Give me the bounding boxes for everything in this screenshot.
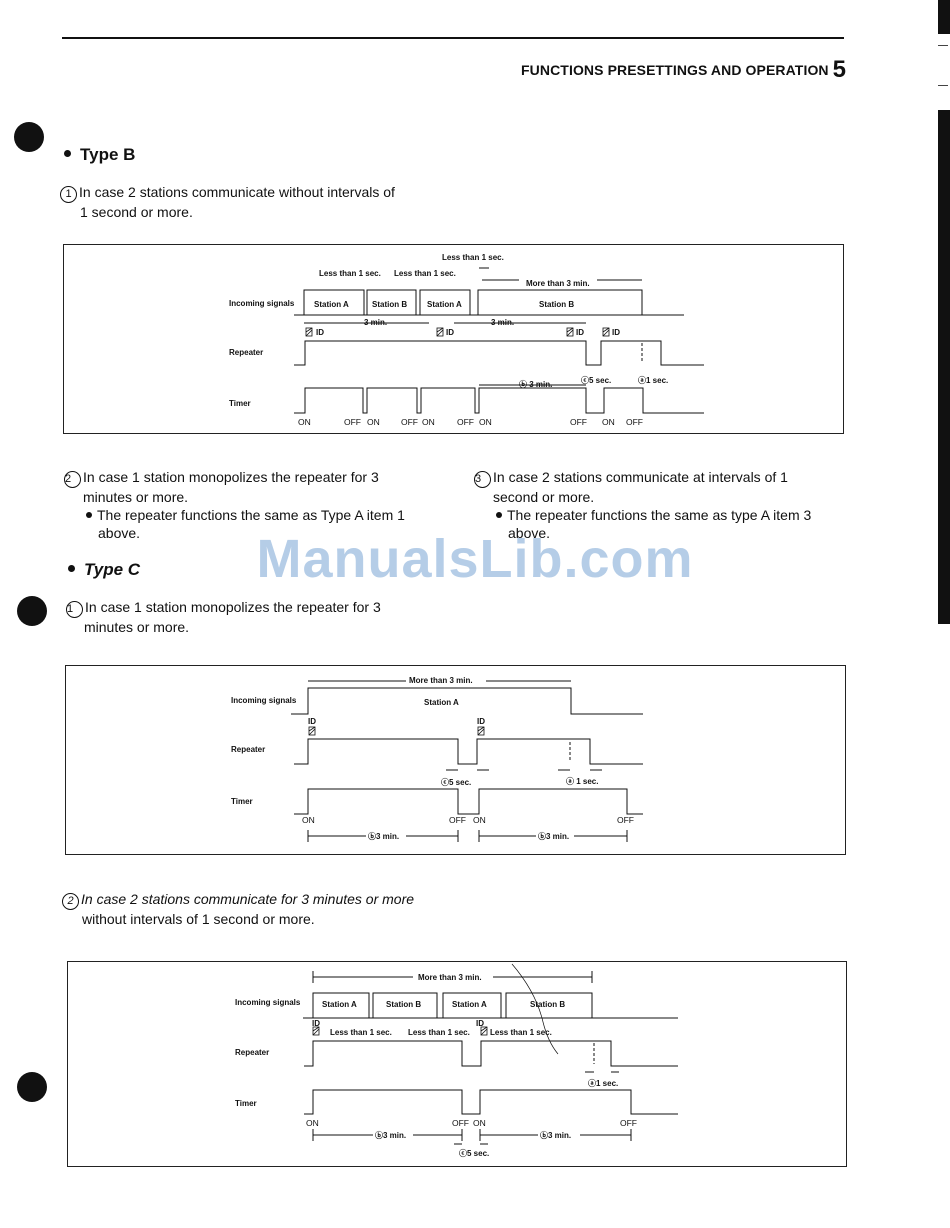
bullet-icon — [64, 150, 71, 157]
svg-text:OFF: OFF — [449, 815, 466, 825]
edge-mark — [938, 85, 948, 86]
station-b: Station B — [530, 1000, 565, 1009]
svg-text:ON: ON — [602, 417, 615, 427]
id-label: ID — [446, 328, 454, 337]
svg-text:OFF: OFF — [452, 1118, 469, 1128]
svg-text:ID: ID — [477, 717, 485, 726]
less-than-label: Less than 1 sec. — [394, 269, 456, 278]
three-min-label: 3 min. — [364, 318, 387, 327]
svg-text:ON: ON — [473, 1118, 486, 1128]
punch-hole-1 — [14, 122, 44, 152]
svg-text:ⓑ3 min.: ⓑ3 min. — [368, 831, 399, 841]
punch-hole-2 — [17, 596, 47, 626]
svg-text:Repeater: Repeater — [235, 1048, 269, 1057]
station-b: Station B — [372, 300, 407, 309]
circled-number: 2 — [62, 893, 79, 910]
svg-text:ⓑ3 min.: ⓑ3 min. — [538, 831, 569, 841]
station-a: Station A — [427, 300, 462, 309]
svg-text:OFF: OFF — [401, 417, 418, 427]
svg-text:ID: ID — [312, 1019, 320, 1028]
svg-text:OFF: OFF — [626, 417, 643, 427]
edge-mark — [938, 0, 950, 34]
svg-text:ON: ON — [422, 417, 435, 427]
watermark: ManualsLib.com — [256, 529, 694, 589]
svg-text:ⓒ5 sec.: ⓒ5 sec. — [441, 777, 471, 787]
station-a: Station A — [452, 1000, 487, 1009]
circled-number: 3 — [474, 471, 491, 488]
svg-text:ⓐ1 sec.: ⓐ1 sec. — [588, 1078, 618, 1088]
punch-hole-3 — [17, 1072, 47, 1102]
svg-text:OFF: OFF — [457, 417, 474, 427]
svg-text:Timer: Timer — [235, 1099, 257, 1108]
section-title: FUNCTIONS PRESETTINGS AND OPERATION — [521, 62, 829, 78]
circled-number: 1 — [60, 186, 77, 203]
circled-number: 2 — [64, 471, 81, 488]
id-label: ID — [612, 328, 620, 337]
svg-text:ON: ON — [479, 417, 492, 427]
less-than-label: Less than 1 sec. — [442, 253, 504, 262]
svg-text:ⓒ5 sec.: ⓒ5 sec. — [459, 1148, 489, 1158]
svg-text:ⓐ 1 sec.: ⓐ 1 sec. — [566, 776, 598, 786]
b3-label: ⓑ 3 min. — [519, 379, 552, 389]
type-c-heading: Type C — [68, 560, 140, 580]
svg-text:Timer: Timer — [231, 797, 253, 806]
c5-label: ⓒ5 sec. — [581, 375, 611, 385]
label-timer: Timer — [229, 399, 251, 408]
label-incoming: Incoming signals — [229, 299, 295, 308]
svg-text:ⓑ3 min.: ⓑ3 min. — [375, 1130, 406, 1140]
svg-text:OFF: OFF — [344, 417, 361, 427]
bullet-icon — [86, 512, 92, 518]
svg-text:Less than 1 sec.: Less than 1 sec. — [330, 1028, 392, 1037]
svg-text:ON: ON — [367, 417, 380, 427]
section-number: 5 — [832, 56, 846, 83]
three-min-label: 3 min. — [491, 318, 514, 327]
bullet-icon — [68, 565, 75, 572]
diagram-type-c-item2: Incoming signals Repeater Timer Station … — [67, 961, 847, 1167]
edge-mark — [938, 110, 950, 624]
svg-text:ON: ON — [306, 1118, 319, 1128]
circled-number: 1 — [66, 601, 83, 618]
id-label: ID — [316, 328, 324, 337]
top-rule — [62, 37, 844, 39]
svg-text:Incoming signals: Incoming signals — [231, 696, 297, 705]
id-label: ID — [576, 328, 584, 337]
svg-text:Repeater: Repeater — [231, 745, 265, 754]
more-than-label: More than 3 min. — [526, 279, 590, 288]
station-b: Station B — [539, 300, 574, 309]
svg-text:ⓑ3 min.: ⓑ3 min. — [540, 1130, 571, 1140]
label-repeater: Repeater — [229, 348, 263, 357]
station-a: Station A — [424, 698, 459, 707]
svg-text:OFF: OFF — [570, 417, 587, 427]
station-b: Station B — [386, 1000, 421, 1009]
svg-text:Less than 1 sec.: Less than 1 sec. — [408, 1028, 470, 1037]
svg-text:ON: ON — [302, 815, 315, 825]
svg-text:ID: ID — [308, 717, 316, 726]
svg-text:OFF: OFF — [617, 815, 634, 825]
svg-text:ON: ON — [298, 417, 311, 427]
bullet-icon — [496, 512, 502, 518]
svg-text:More than 3 min.: More than 3 min. — [409, 676, 473, 685]
svg-text:ON: ON — [473, 815, 486, 825]
a1-label: ⓐ1 sec. — [638, 375, 668, 385]
diagram-type-c-item1: Incoming signals Repeater Timer Station … — [65, 665, 846, 855]
diagram-type-b-item1: Incoming signals Repeater Timer Station … — [63, 244, 844, 434]
svg-text:OFF: OFF — [620, 1118, 637, 1128]
edge-mark — [938, 45, 948, 46]
svg-text:More than 3 min.: More than 3 min. — [418, 973, 482, 982]
station-a: Station A — [314, 300, 349, 309]
svg-text:Less than 1 sec.: Less than 1 sec. — [490, 1028, 552, 1037]
less-than-label: Less than 1 sec. — [319, 269, 381, 278]
svg-text:Incoming signals: Incoming signals — [235, 998, 301, 1007]
type-b-heading: Type B — [64, 145, 135, 165]
station-a: Station A — [322, 1000, 357, 1009]
svg-text:ID: ID — [476, 1019, 484, 1028]
